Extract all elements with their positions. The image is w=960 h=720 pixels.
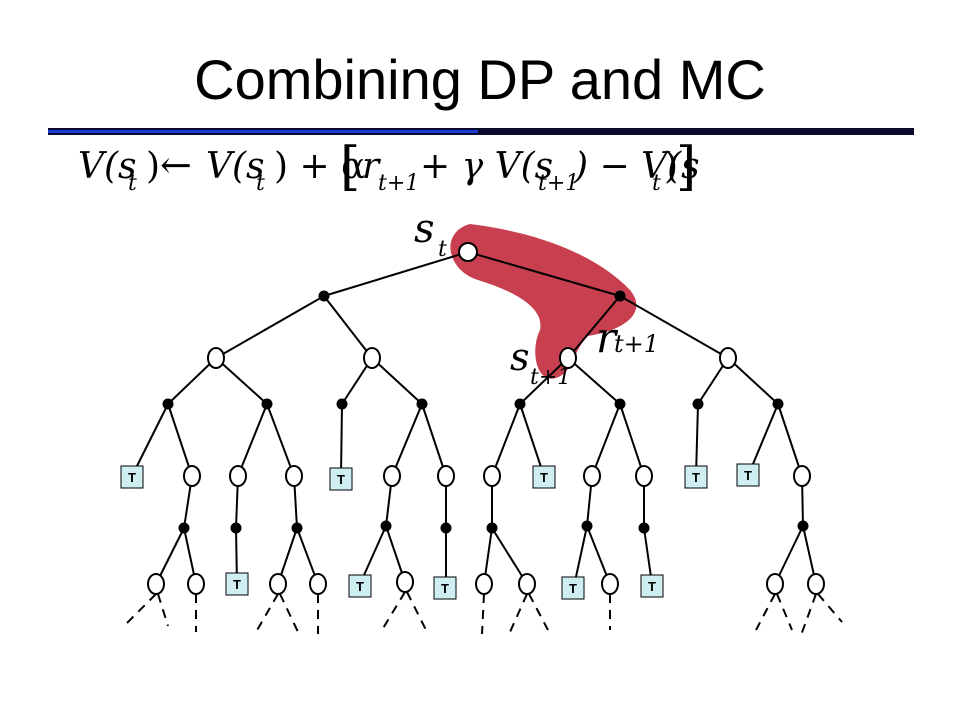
formula-rhs1: V(s [206, 146, 265, 187]
next-state-label: s [510, 335, 530, 379]
state-node [437, 465, 455, 487]
state-node [483, 465, 501, 487]
action-node [291, 522, 303, 534]
action-node [318, 290, 330, 302]
svg-text:T: T [128, 470, 136, 485]
formula-close-bracket: ] [676, 137, 696, 197]
formula-last-close: ) [664, 146, 678, 187]
terminal-node: T [684, 465, 708, 489]
state-node [269, 573, 287, 595]
td-update-formula: V(s t ) ← V(s t ) + α [ r t+1 + γ V(s t+… [78, 137, 700, 197]
formula-arrow: ← [160, 143, 192, 187]
svg-text:T: T [441, 581, 449, 596]
highlighted-backup-path [450, 224, 637, 379]
terminal-node: T [225, 572, 249, 596]
state-node [475, 573, 493, 595]
state-node [583, 465, 601, 487]
state-node [147, 573, 165, 595]
formula-lhs: V(s [78, 146, 137, 187]
action-node [692, 398, 704, 410]
svg-text:T: T [744, 468, 752, 483]
state-node [793, 465, 811, 487]
svg-text:T: T [569, 581, 577, 596]
action-node [514, 398, 526, 410]
tree-edges [131, 251, 817, 587]
action-node [162, 398, 174, 410]
action-node [178, 522, 190, 534]
terminal-node: T [348, 574, 372, 598]
terminal-node: T [736, 463, 760, 487]
formula-r: r [362, 146, 381, 187]
root-state-node [458, 242, 478, 262]
state-node [309, 573, 327, 595]
formula-minus-term: ) − V(s [573, 146, 700, 187]
state-node [396, 571, 414, 593]
state-node [187, 573, 205, 595]
svg-text:T: T [648, 579, 656, 594]
state-node [719, 347, 737, 369]
state-node [383, 465, 401, 487]
action-node [336, 398, 348, 410]
action-node [614, 290, 626, 302]
action-node [261, 398, 273, 410]
slide-title: Combining DP and MC [194, 48, 766, 111]
root-state-label: s [414, 206, 435, 252]
root-state-subscript: t [438, 237, 447, 262]
terminal-node: T [433, 576, 457, 600]
terminal-node: T [329, 467, 353, 491]
formula-rhs1-close: ) + α [274, 146, 365, 187]
next-state-subscript: t+1 [530, 365, 571, 390]
state-node [518, 573, 536, 595]
state-node [766, 573, 784, 595]
svg-text:T: T [356, 579, 364, 594]
svg-text:T: T [692, 470, 700, 485]
next-state-node [559, 347, 577, 369]
formula-gamma-term: + γ V(s [420, 146, 553, 187]
action-node [380, 520, 392, 532]
svg-text:T: T [233, 577, 241, 592]
terminal-node: T [532, 465, 556, 489]
action-node [486, 522, 498, 534]
action-nodes [162, 290, 809, 534]
formula-lhs-close: ) [146, 146, 160, 187]
formula-r-sub: t+1 [378, 171, 419, 196]
action-node [416, 398, 428, 410]
action-node [614, 398, 626, 410]
action-node [440, 522, 452, 534]
state-node [207, 347, 225, 369]
terminal-node: T [120, 465, 144, 489]
state-node [363, 347, 381, 369]
formula-last-sub: t [652, 171, 661, 196]
state-node [601, 573, 619, 595]
action-node [797, 520, 809, 532]
state-node [229, 465, 247, 487]
tree-labels: s t r t+1 s t+1 [414, 206, 659, 390]
action-node [230, 522, 242, 534]
action-node [772, 398, 784, 410]
state-node [635, 465, 653, 487]
reward-label: r [596, 313, 619, 362]
formula-open-bracket: [ [340, 137, 360, 197]
state-node [285, 465, 303, 487]
action-node [638, 522, 650, 534]
state-node [807, 573, 825, 595]
state-node [183, 465, 201, 487]
formula-rhs1-sub: t [256, 171, 265, 196]
terminal-nodes: T T T T T T T T [120, 463, 760, 600]
terminal-node: T [640, 574, 664, 598]
action-node [581, 520, 593, 532]
dashed-continuations [125, 591, 843, 639]
title-rule [48, 128, 914, 135]
terminal-node: T [561, 576, 585, 600]
svg-text:T: T [540, 470, 548, 485]
reward-subscript: t+1 [614, 330, 659, 358]
formula-s-sub: t+1 [538, 171, 579, 196]
state-nodes [147, 242, 825, 595]
formula-lhs-sub: t [128, 171, 137, 196]
svg-text:T: T [337, 472, 345, 487]
